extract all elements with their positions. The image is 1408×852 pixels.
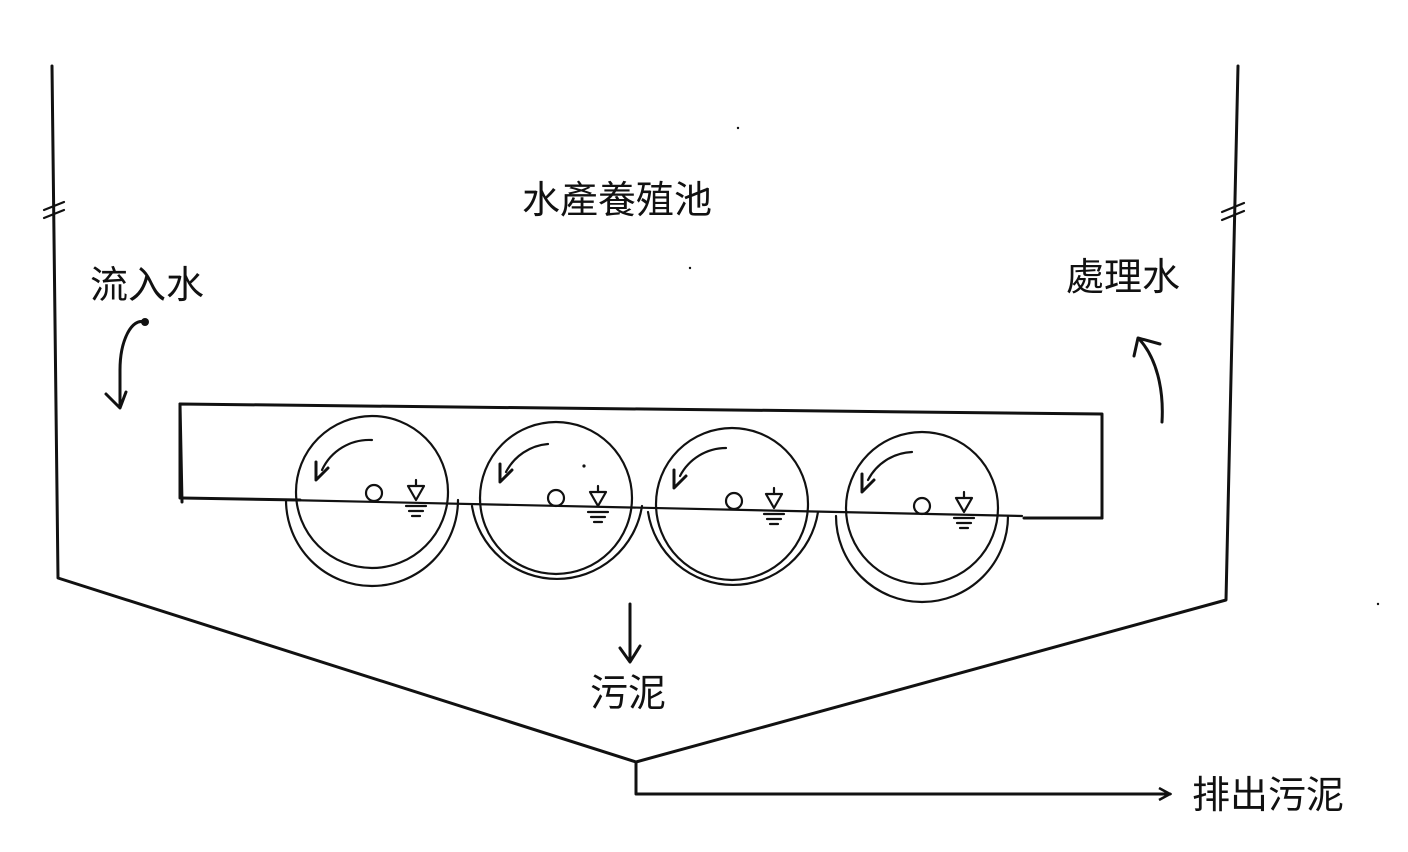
sludge-label: 污泥 bbox=[590, 671, 666, 715]
left-wall-break-icon bbox=[42, 200, 66, 220]
discharge-pipe bbox=[634, 760, 1170, 794]
disc-housing-frame bbox=[178, 402, 1104, 520]
rotating-disc-3 bbox=[646, 426, 820, 587]
rotating-disc-4 bbox=[834, 430, 1010, 604]
water-level-icon bbox=[586, 484, 610, 524]
inflow-label: 流入水 bbox=[90, 263, 204, 307]
rotating-disc-2 bbox=[470, 420, 644, 581]
scan-speck bbox=[688, 126, 1380, 606]
water-level-icon bbox=[404, 478, 428, 518]
tank-title: 水產養殖池 bbox=[522, 178, 712, 222]
treated-water-arrow bbox=[1132, 336, 1164, 424]
right-wall-break-icon bbox=[1220, 201, 1246, 222]
inflow-arrow bbox=[104, 318, 149, 410]
water-level-icon bbox=[762, 486, 786, 526]
water-level-icon bbox=[952, 490, 976, 530]
discharge-sludge-label: 排出污泥 bbox=[1192, 773, 1344, 817]
rotating-disc-1 bbox=[284, 414, 460, 588]
treated-water-label: 處理水 bbox=[1066, 255, 1180, 299]
sludge-arrow bbox=[618, 602, 642, 664]
